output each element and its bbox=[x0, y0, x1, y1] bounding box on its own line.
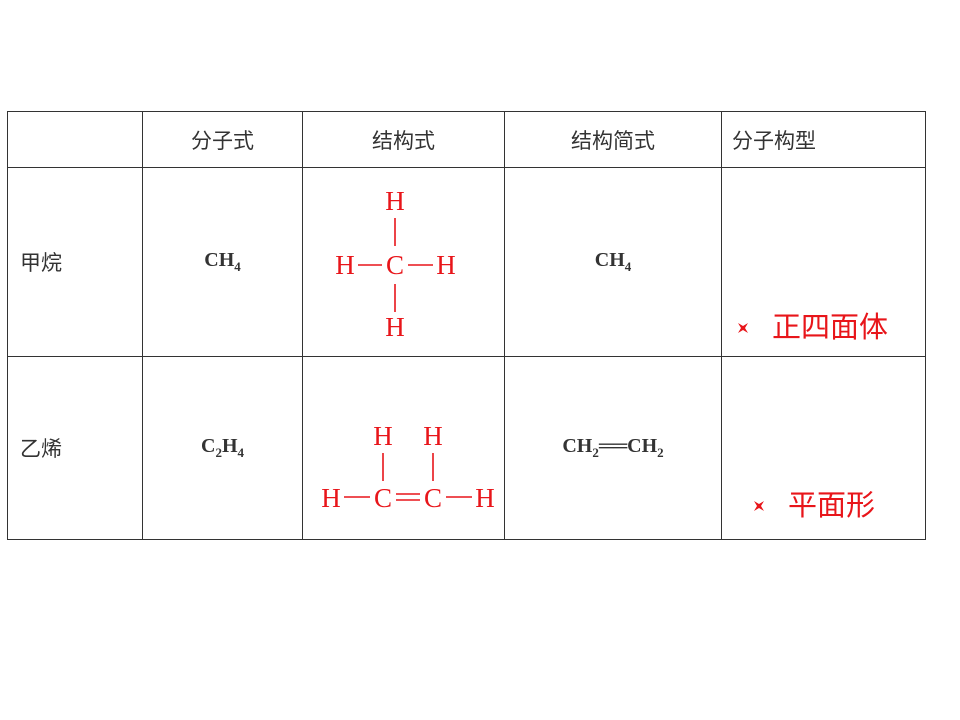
row-name-methane: 甲烷 bbox=[7, 167, 143, 357]
methane-structural-formula: H H C H H bbox=[302, 167, 505, 357]
atom-c: C bbox=[385, 250, 403, 280]
ethylene-geometry-cell: 平面形 bbox=[721, 356, 926, 540]
red-star-bullet-icon bbox=[736, 308, 750, 342]
hydrocarbon-comparison-table: 分子式 结构式 结构简式 分子构型 甲烷 CH4 H H C H H bbox=[7, 111, 926, 540]
header-molecular-geometry: 分子构型 bbox=[721, 111, 926, 168]
header-molecular-formula: 分子式 bbox=[142, 111, 303, 168]
methane-molecular-formula: CH4 bbox=[142, 167, 303, 357]
methane-condensed-formula: CH4 bbox=[504, 167, 722, 357]
methane-structure-diagram: H H C H H bbox=[335, 186, 456, 342]
header-corner bbox=[7, 111, 143, 168]
table-row-ethylene: 乙烯 C2H4 H H H C C H bbox=[7, 356, 926, 540]
atom-h-bottom: H bbox=[385, 312, 405, 342]
table-row-methane: 甲烷 CH4 H H C H H CH4 bbox=[7, 167, 926, 357]
atom-h-top: H bbox=[385, 186, 405, 216]
double-bond-symbol: ══ bbox=[598, 435, 628, 457]
atom-c-left: C bbox=[373, 483, 391, 513]
atom-h-top-left: H bbox=[373, 421, 393, 451]
ethylene-structure-diagram: H H H C C H bbox=[321, 421, 495, 513]
methane-geometry-label: 正四面体 bbox=[772, 310, 889, 344]
red-star-bullet-icon bbox=[752, 486, 766, 520]
ethylene-geometry-label: 平面形 bbox=[788, 488, 876, 522]
atom-h-top-right: H bbox=[423, 421, 443, 451]
row-name-ethylene: 乙烯 bbox=[7, 356, 143, 540]
ethylene-molecular-formula: C2H4 bbox=[142, 356, 303, 540]
atom-h-left: H bbox=[321, 483, 341, 513]
methane-geometry: 正四面体 bbox=[736, 304, 888, 346]
header-row: 分子式 结构式 结构简式 分子构型 bbox=[7, 111, 926, 168]
atom-h-right: H bbox=[436, 250, 456, 280]
atom-h-left: H bbox=[335, 250, 355, 280]
header-condensed-formula: 结构简式 bbox=[504, 111, 722, 168]
ethylene-condensed-formula: CH2══CH2 bbox=[504, 356, 722, 540]
ethylene-geometry: 平面形 bbox=[752, 482, 875, 524]
atom-c-right: C bbox=[423, 483, 441, 513]
header-structural-formula: 结构式 bbox=[302, 111, 505, 168]
ethylene-structural-formula: H H H C C H bbox=[302, 356, 505, 540]
atom-h-right: H bbox=[475, 483, 495, 513]
methane-geometry-cell: 正四面体 bbox=[721, 167, 926, 357]
